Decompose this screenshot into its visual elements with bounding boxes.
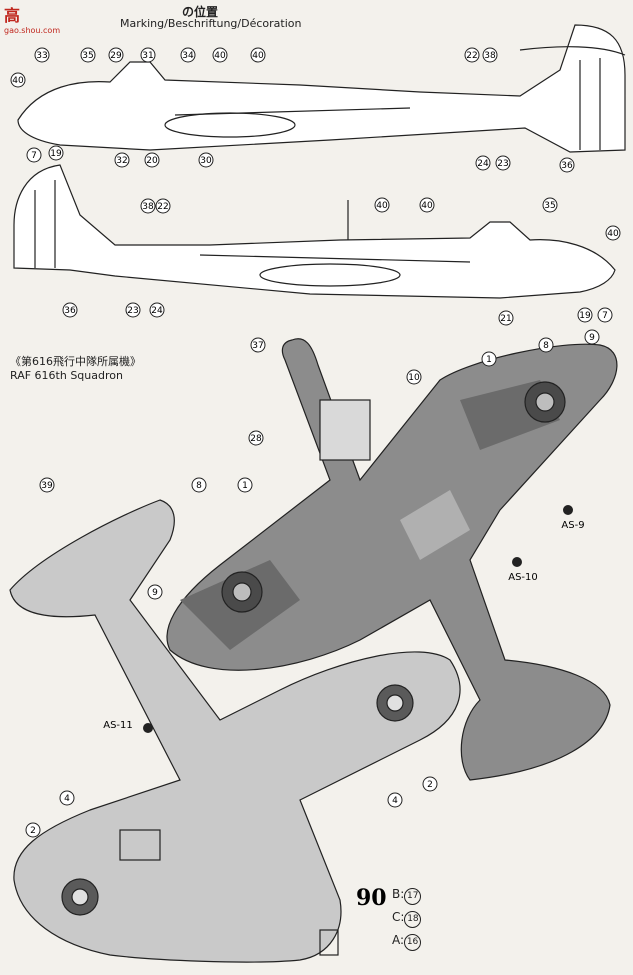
- squadron-label: 《第616飛行中隊所属機》 RAF 616th Squadron: [10, 355, 141, 382]
- svg-text:19: 19: [579, 311, 591, 321]
- side-view-bottom: [13, 164, 616, 299]
- svg-text:22: 22: [157, 202, 168, 212]
- svg-text:40: 40: [376, 201, 388, 211]
- decal-c: C:18: [392, 910, 422, 933]
- callouts-plan: 37 1 8 9 10 28 8 1 9 39 2 4 4 2: [25, 329, 600, 838]
- svg-text:4: 4: [64, 794, 70, 804]
- svg-text:1: 1: [242, 481, 248, 491]
- svg-text:19: 19: [50, 149, 62, 159]
- svg-text:40: 40: [421, 201, 433, 211]
- svg-text:36: 36: [561, 161, 573, 171]
- svg-text:21: 21: [500, 314, 511, 324]
- svg-text:2: 2: [30, 826, 36, 836]
- svg-text:8: 8: [543, 341, 549, 351]
- svg-text:38: 38: [484, 51, 496, 61]
- part-codes: AS-9 AS-10 AS-11: [103, 505, 585, 733]
- decal-b: B:17: [392, 887, 422, 910]
- svg-text:35: 35: [82, 51, 93, 61]
- svg-text:24: 24: [477, 159, 489, 169]
- svg-text:10: 10: [408, 373, 420, 383]
- roundel-upper-1: [524, 381, 566, 423]
- svg-text:AS-10: AS-10: [508, 572, 538, 583]
- svg-text:32: 32: [116, 156, 127, 166]
- svg-text:40: 40: [214, 51, 226, 61]
- plan-view-lower: [9, 499, 461, 963]
- svg-text:22: 22: [466, 51, 477, 61]
- decal-a: A:16: [392, 933, 422, 956]
- svg-text:AS-9: AS-9: [561, 520, 584, 531]
- svg-text:24: 24: [151, 306, 163, 316]
- plan-view-upper: [166, 338, 618, 781]
- decal-legend: B:17 C:18 A:16: [392, 887, 422, 956]
- svg-text:31: 31: [142, 51, 153, 61]
- roundel-upper-2: [221, 571, 263, 613]
- svg-text:38: 38: [142, 202, 154, 212]
- fuselage-code: 90: [356, 885, 387, 911]
- svg-text:40: 40: [607, 229, 619, 239]
- svg-text:34: 34: [182, 51, 194, 61]
- svg-text:30: 30: [200, 156, 212, 166]
- svg-text:9: 9: [152, 588, 158, 598]
- svg-text:4: 4: [392, 796, 398, 806]
- svg-text:40: 40: [252, 51, 264, 61]
- callouts-top: 33 35 29 31 34 40 40 22 38 40 7 19 32 20…: [10, 47, 575, 173]
- callouts-bottom: 38 22 40 40 35 40 36 23 24 21 19 7: [62, 197, 621, 326]
- svg-text:23: 23: [127, 306, 138, 316]
- svg-text:40: 40: [12, 76, 24, 86]
- svg-text:35: 35: [544, 201, 555, 211]
- roundel-lower-1: [376, 684, 414, 722]
- svg-text:29: 29: [110, 51, 122, 61]
- svg-text:8: 8: [196, 481, 202, 491]
- svg-text:28: 28: [250, 434, 262, 444]
- svg-text:23: 23: [497, 159, 508, 169]
- svg-text:AS-11: AS-11: [103, 720, 133, 731]
- side-view-top: [17, 24, 626, 153]
- svg-text:36: 36: [64, 306, 76, 316]
- svg-text:39: 39: [41, 481, 53, 491]
- svg-text:7: 7: [31, 151, 37, 161]
- svg-text:1: 1: [486, 355, 492, 365]
- page-subtitle: Marking/Beschriftung/Décoration: [120, 17, 302, 30]
- svg-text:33: 33: [36, 51, 47, 61]
- svg-text:37: 37: [252, 341, 263, 351]
- roundel-lower-2: [61, 878, 99, 916]
- svg-text:9: 9: [589, 333, 595, 343]
- svg-text:20: 20: [146, 156, 158, 166]
- watermark-logo: 高 gao.shou.com: [4, 6, 61, 35]
- svg-text:2: 2: [427, 780, 433, 790]
- svg-text:7: 7: [602, 311, 608, 321]
- page-title: の位置: [182, 5, 219, 19]
